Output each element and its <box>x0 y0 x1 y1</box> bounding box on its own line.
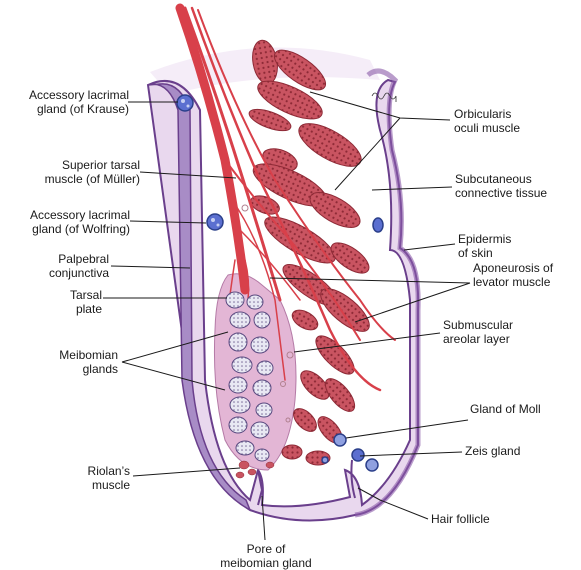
meibomian-pore <box>257 469 264 506</box>
leader-lines <box>103 91 471 541</box>
label-gland-of-moll: Gland of Moll <box>470 402 541 416</box>
skin-edge <box>354 68 421 518</box>
margin-glands <box>321 433 379 472</box>
hair-follicle-shape <box>350 459 356 499</box>
riolan-muscle-fibers <box>235 460 275 479</box>
artist-signature <box>371 92 397 102</box>
levator-fibers <box>175 3 396 392</box>
label-hair-follicle: Hair follicle <box>431 512 490 526</box>
meibomian-acini <box>225 291 274 462</box>
small-vessels <box>241 204 294 423</box>
label-zeis-gland: Zeis gland <box>465 444 521 458</box>
